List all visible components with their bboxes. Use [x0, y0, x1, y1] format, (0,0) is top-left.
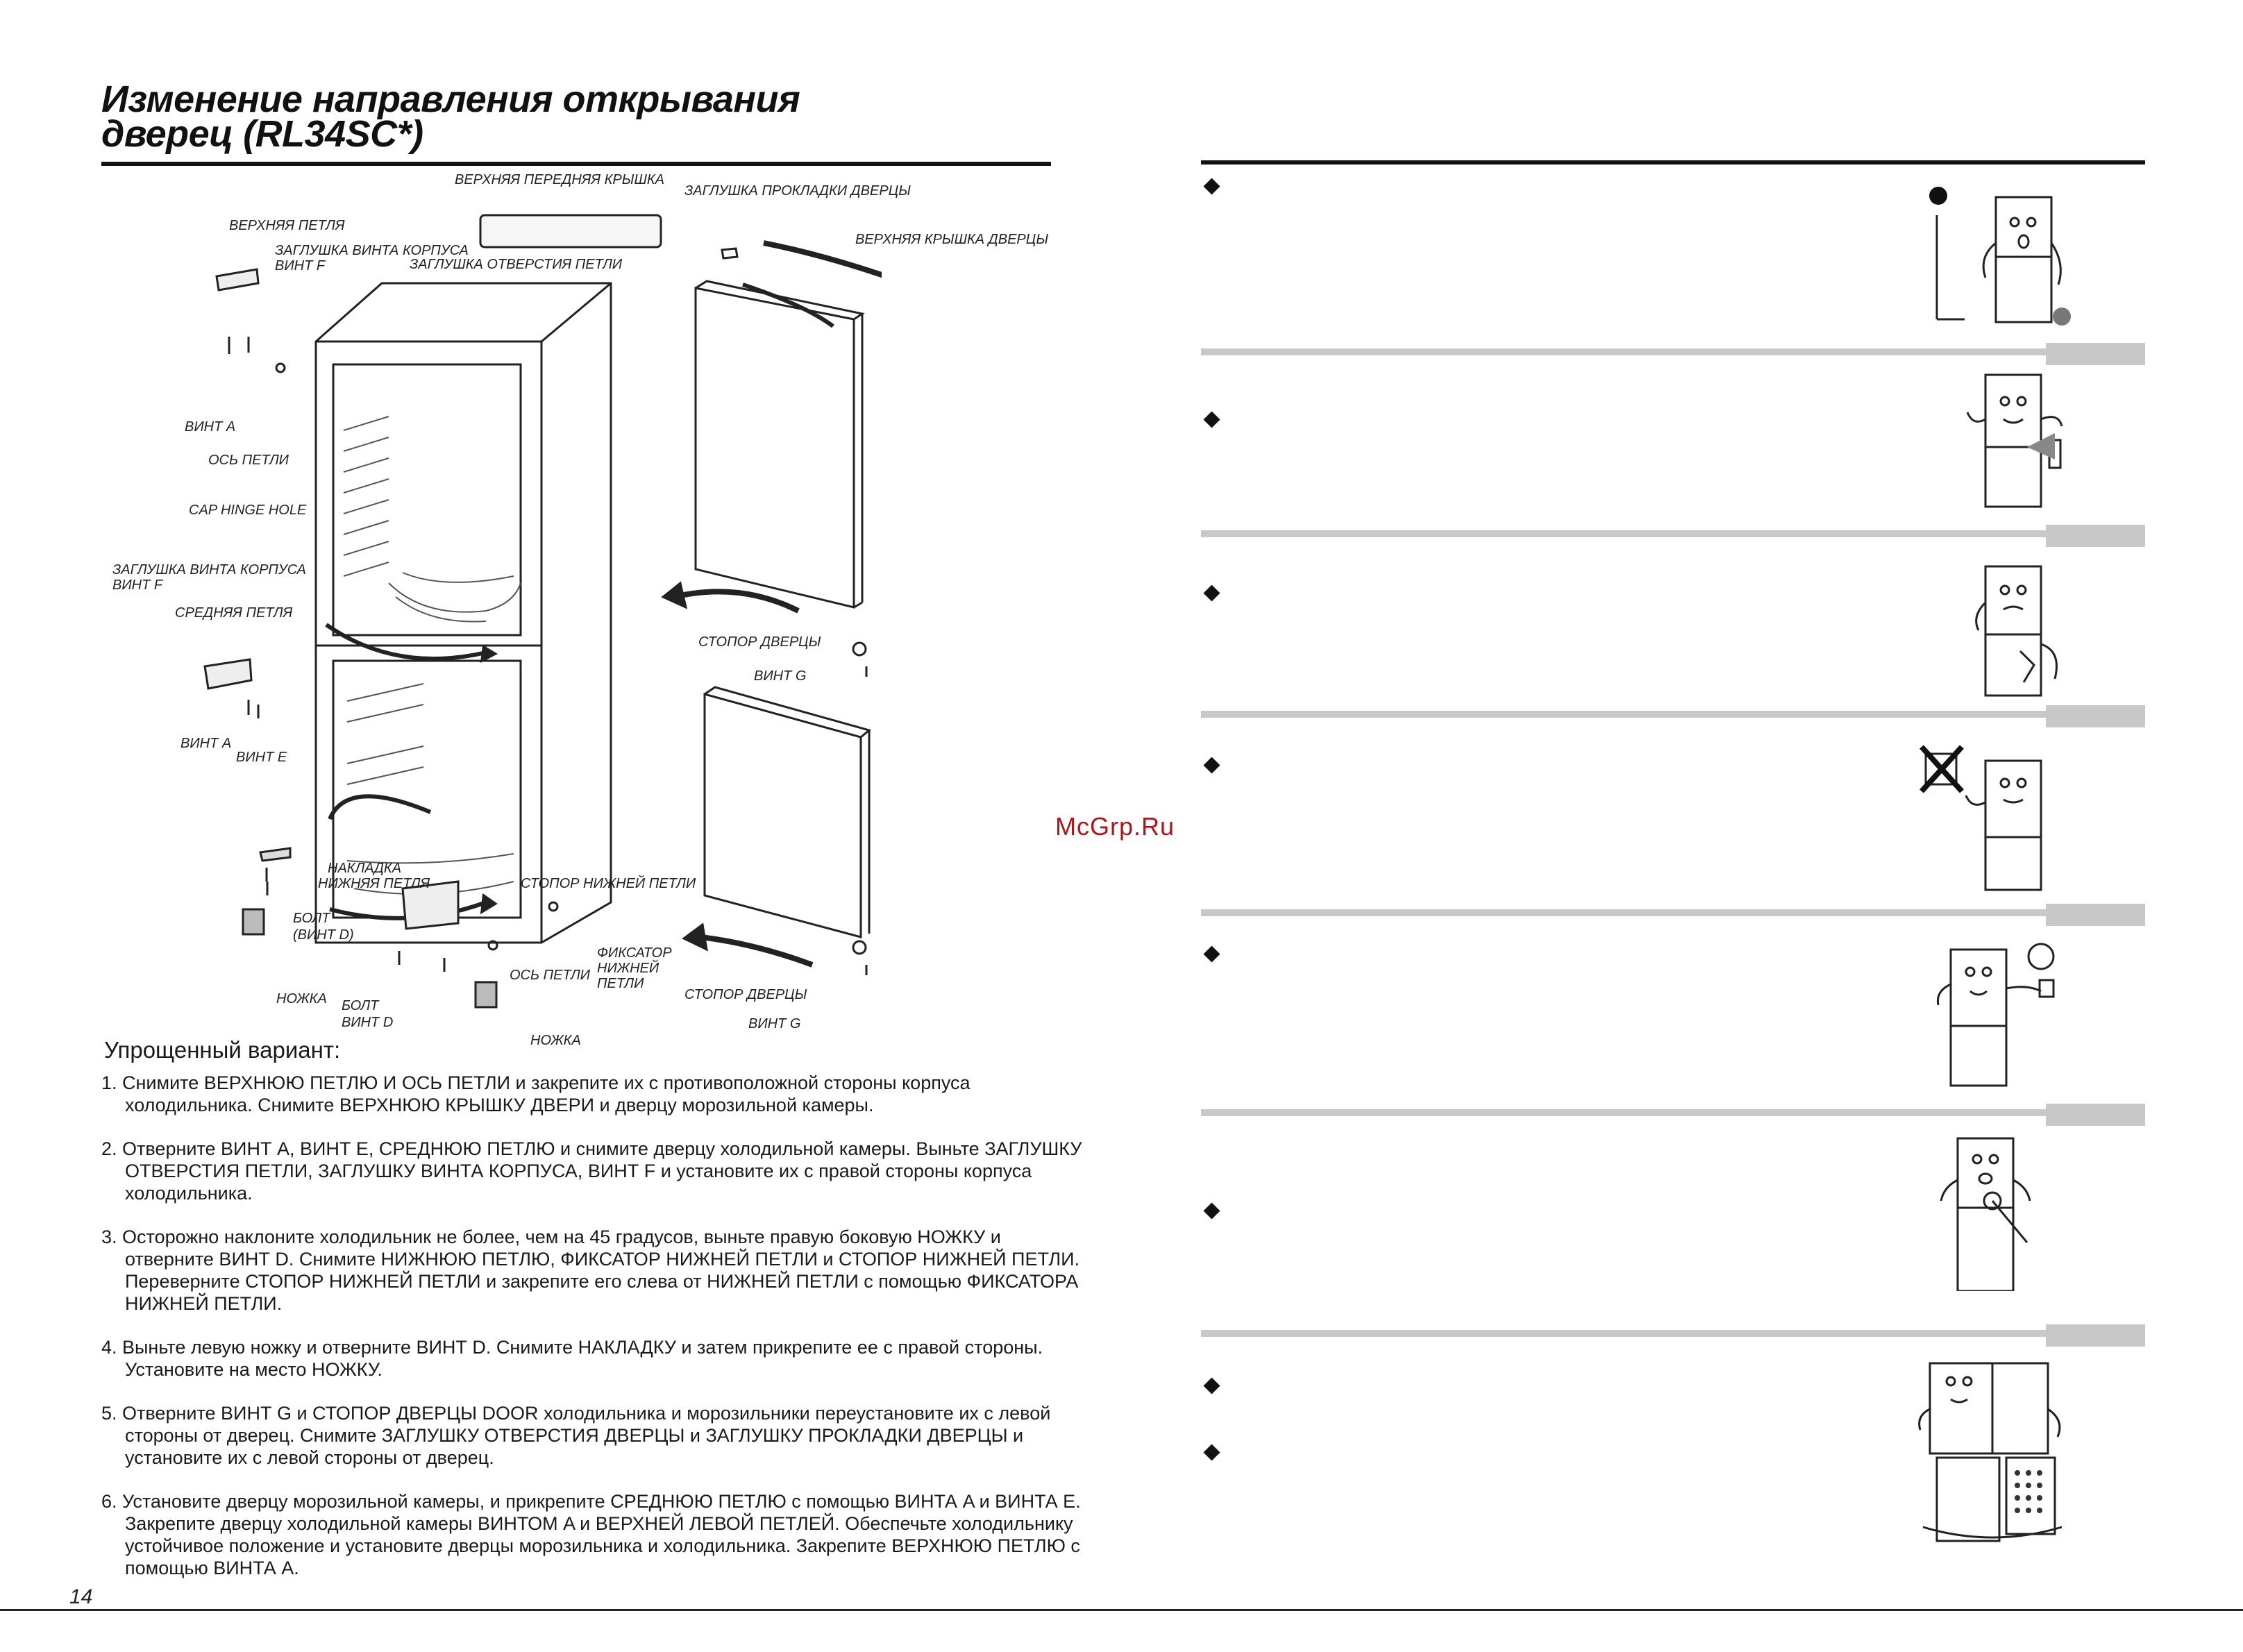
label-retainer-line1: ФИКСАТОР [597, 945, 672, 961]
separator-5 [1201, 1109, 2145, 1116]
bullet-6 [1203, 1202, 1220, 1220]
bullet-1 [1203, 178, 1220, 195]
title-line-2: дверец (RL34SC*) [101, 113, 423, 155]
label-top-hinge: ВЕРХНЯЯ ПЕТЛЯ [229, 218, 345, 233]
label-middle-hinge: СРЕДНЯЯ ПЕТЛЯ [175, 605, 293, 621]
step-4: 4. Выньте левую ножку и отверните ВИНТ D… [101, 1337, 1043, 1380]
label-bottom-hinge-stopper: СТОПОР НИЖНЕЙ ПЕТЛИ [521, 876, 696, 891]
label-bolt-1-line1: БОЛТ [293, 911, 330, 926]
separator-tab-3 [2046, 705, 2145, 727]
separator-4 [1201, 909, 2145, 916]
page-number: 14 [69, 1585, 93, 1608]
fridge-cartoon-7 [1918, 1362, 2063, 1542]
label-hinge-hole-plug: ЗАГЛУШКА ОТВЕРСТИЯ ПЕТЛИ [410, 257, 623, 272]
fridge-cartoon-4 [1919, 745, 2042, 891]
step-2: 2. Отверните ВИНТ A, ВИНТ E, СРЕДНЮЮ ПЕТ… [101, 1138, 1082, 1204]
label-screw-f-2: ВИНТ F [112, 578, 163, 593]
label-door-stopper-1: СТОПОР ДВЕРЦЫ [698, 634, 821, 650]
fridge-cartoon-3 [1975, 565, 2058, 697]
separator-3 [1201, 711, 2145, 718]
separator-2 [1201, 530, 2145, 537]
separator-tab-6 [2046, 1324, 2145, 1347]
label-pad: НАКЛАДКА [328, 861, 402, 876]
bullet-2 [1203, 411, 1220, 428]
label-top-door-cover: ВЕРХНЯЯ КРЫШКА ДВЕРЦЫ [855, 232, 1049, 247]
separator-tab-2 [2046, 525, 2145, 547]
label-door-stopper-2: СТОПОР ДВЕРЦЫ [684, 987, 807, 1002]
step-1: 1. Снимите ВЕРХНЮЮ ПЕТЛЮ И ОСЬ ПЕТЛИ и з… [101, 1072, 971, 1115]
label-hinge-axis-1: ОСЬ ПЕТЛИ [208, 453, 289, 468]
label-retainer-line2: НИЖНЕЙ [597, 961, 660, 976]
bullet-4 [1203, 757, 1220, 774]
page-bottom-rule [0, 1609, 2243, 1611]
label-screw-g-1: ВИНТ G [754, 668, 807, 684]
label-foot-1: НОЖКА [276, 991, 327, 1006]
label-bottom-hinge: НИЖНЯЯ ПЕТЛЯ [318, 876, 430, 891]
simplified-steps: 1. Снимите ВЕРХНЮЮ ПЕТЛЮ И ОСЬ ПЕТЛИ и з… [101, 1072, 1087, 1601]
fridge-cartoon-5 [1936, 943, 2055, 1087]
simplified-heading: Упрощенный вариант: [104, 1037, 341, 1063]
step-5: 5. Отверните ВИНТ G и СТОПОР ДВЕРЦЫ DOOR… [101, 1403, 1051, 1468]
fridge-cartoon-2 [1966, 373, 2063, 508]
right-top-rule [1201, 160, 2145, 165]
step-6: 6. Установите дверцу морозильной камеры,… [101, 1491, 1081, 1578]
separator-1 [1201, 348, 2145, 355]
fridge-cartoon-1 [1929, 187, 2071, 326]
label-body-screw-plug-2: ЗАГЛУШКА ВИНТА КОРПУСА [112, 562, 306, 578]
page-title: Изменение направления открывания дверец … [101, 78, 800, 155]
label-bolt-1-line2: (ВИНТ D) [293, 927, 354, 943]
label-screw-a-1: ВИНТ A [185, 419, 236, 435]
fridge-cartoon-6 [1940, 1137, 2031, 1291]
bullet-7a [1203, 1377, 1220, 1394]
title-line-1: Изменение направления открывания [101, 78, 800, 120]
watermark: McGrp.Ru [1055, 812, 1175, 841]
label-retainer-line3: ПЕТЛИ [597, 976, 644, 991]
step-3: 3. Осторожно наклоните холодильник не бо… [101, 1227, 1080, 1314]
bullet-3 [1203, 584, 1220, 602]
label-foot-2: НОЖКА [530, 1033, 581, 1048]
label-bolt-2-line2: ВИНТ D [342, 1015, 394, 1030]
label-screw-e: ВИНТ E [236, 750, 287, 765]
label-body-screw-plug-1: ЗАГЛУШКА ВИНТА КОРПУСА [275, 243, 469, 258]
label-hinge-axis-2: ОСЬ ПЕТЛИ [510, 968, 590, 983]
door-reversal-diagram [203, 214, 882, 1009]
separator-tab-5 [2046, 1104, 2145, 1126]
bullet-5 [1203, 945, 1220, 963]
label-door-gasket-plug: ЗАГЛУШКА ПРОКЛАДКИ ДВЕРЦЫ [684, 183, 911, 199]
label-top-front-cover: ВЕРХНЯЯ ПЕРЕДНЯЯ КРЫШКА [455, 172, 664, 187]
separator-tab-4 [2046, 904, 2145, 926]
bullet-7b [1203, 1444, 1220, 1461]
label-screw-f-1: ВИНТ F [275, 258, 326, 273]
separator-tab-1 [2046, 343, 2145, 365]
label-bolt-2-line1: БОЛТ [342, 998, 379, 1013]
title-rule [101, 162, 1051, 166]
label-screw-a-2: ВИНТ A [180, 736, 232, 751]
separator-6 [1201, 1330, 2145, 1337]
label-cap-hinge-hole: CAP HINGE HOLE [189, 503, 307, 518]
label-screw-g-2: ВИНТ G [748, 1016, 801, 1031]
